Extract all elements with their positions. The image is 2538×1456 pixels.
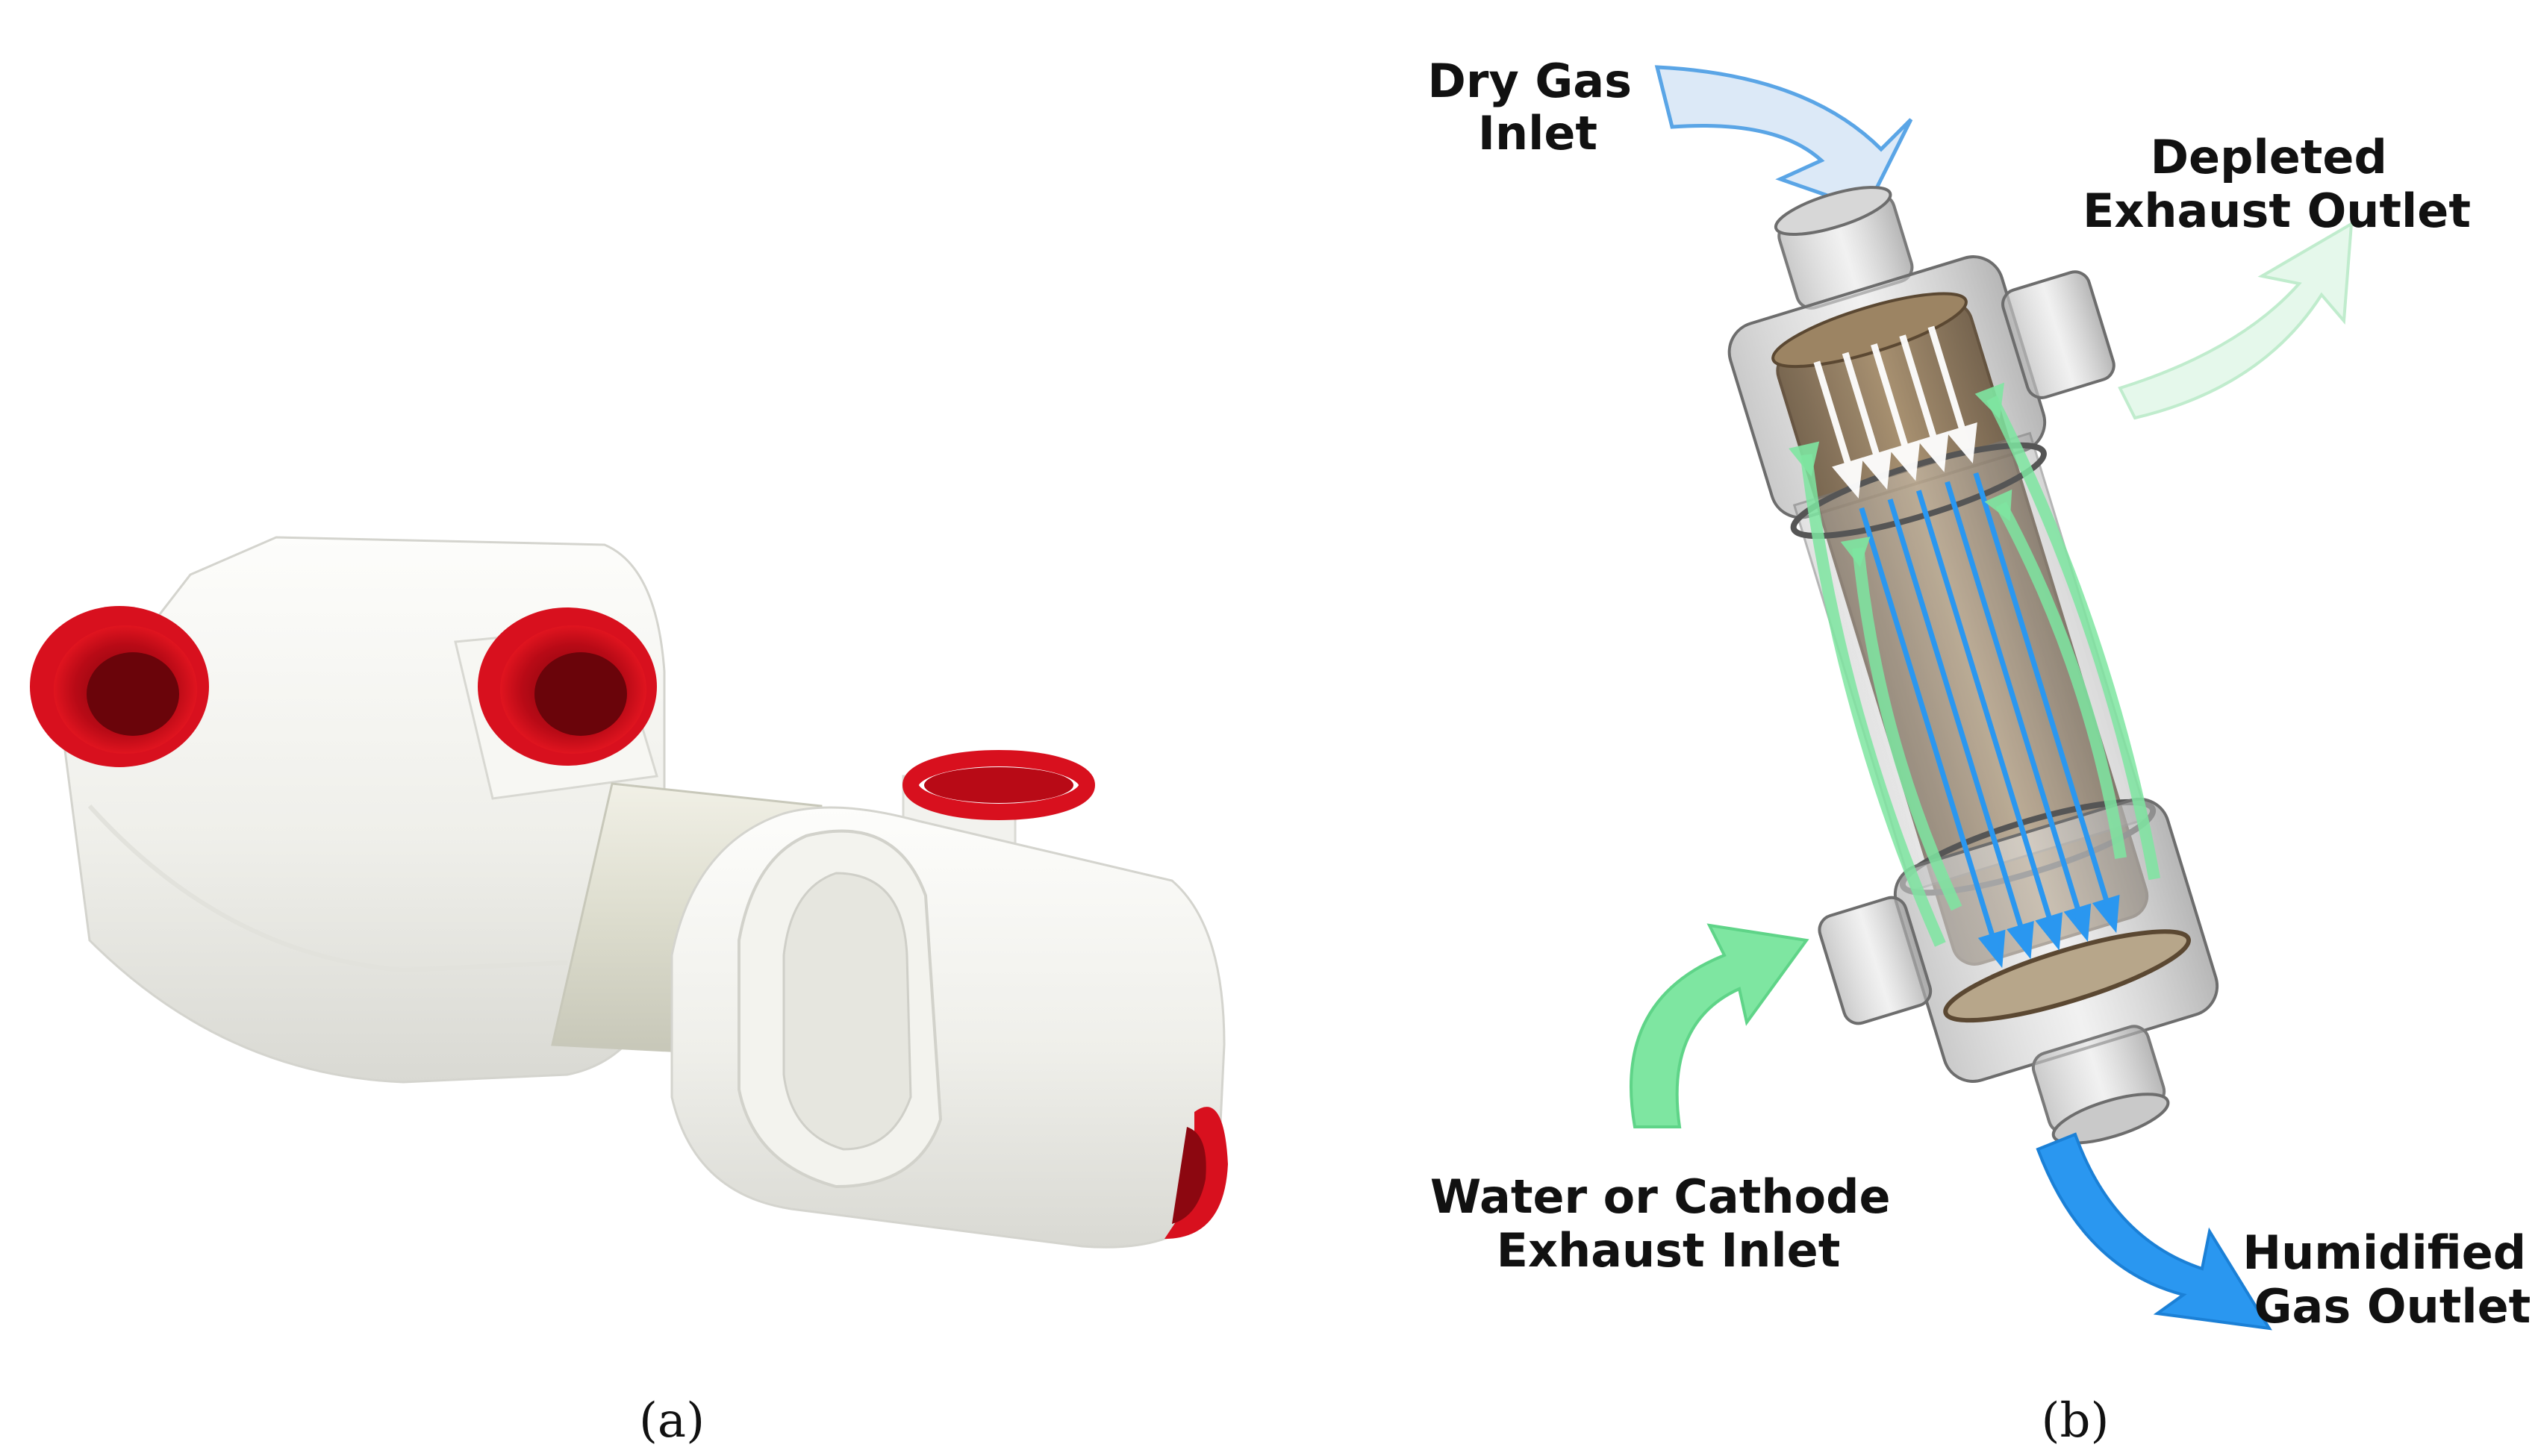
wet-flow-arrows <box>1800 395 2161 947</box>
upper-side-port <box>478 607 657 766</box>
dry-gas-inlet-label: Dry Gas Inlet <box>1427 54 1647 160</box>
panel-a-caption: (a) <box>639 1393 705 1449</box>
water-inlet-label: Water or Cathode Exhaust Inlet <box>1430 1169 1906 1278</box>
lower-housing <box>670 806 1226 1249</box>
humid-flow-arrows <box>1859 472 2120 969</box>
dry-gas-inlet-arrow <box>1654 65 1913 212</box>
depleted-exhaust-outlet-label: Depleted Exhaust Outlet <box>2083 130 2471 238</box>
membrane-module <box>1727 186 2219 1145</box>
lower-end-port <box>1164 1107 1228 1239</box>
panel-b-caption: (b) <box>2042 1393 2110 1449</box>
humidified-outlet-arrow <box>2036 1132 2272 1331</box>
panel-a-humidifier-photo <box>30 536 1228 1249</box>
left-end-port <box>30 606 209 767</box>
dry-flow-arrows <box>1813 325 1977 499</box>
depleted-exhaust-arrow <box>2118 221 2354 420</box>
water-inlet-arrow <box>1630 923 1809 1128</box>
humidified-outlet-label: Humidified Gas Outlet <box>2242 1225 2538 1334</box>
panel-b-flow-schematic: Dry Gas Inlet Depleted Exhaust Outlet Wa… <box>1427 54 2538 1334</box>
